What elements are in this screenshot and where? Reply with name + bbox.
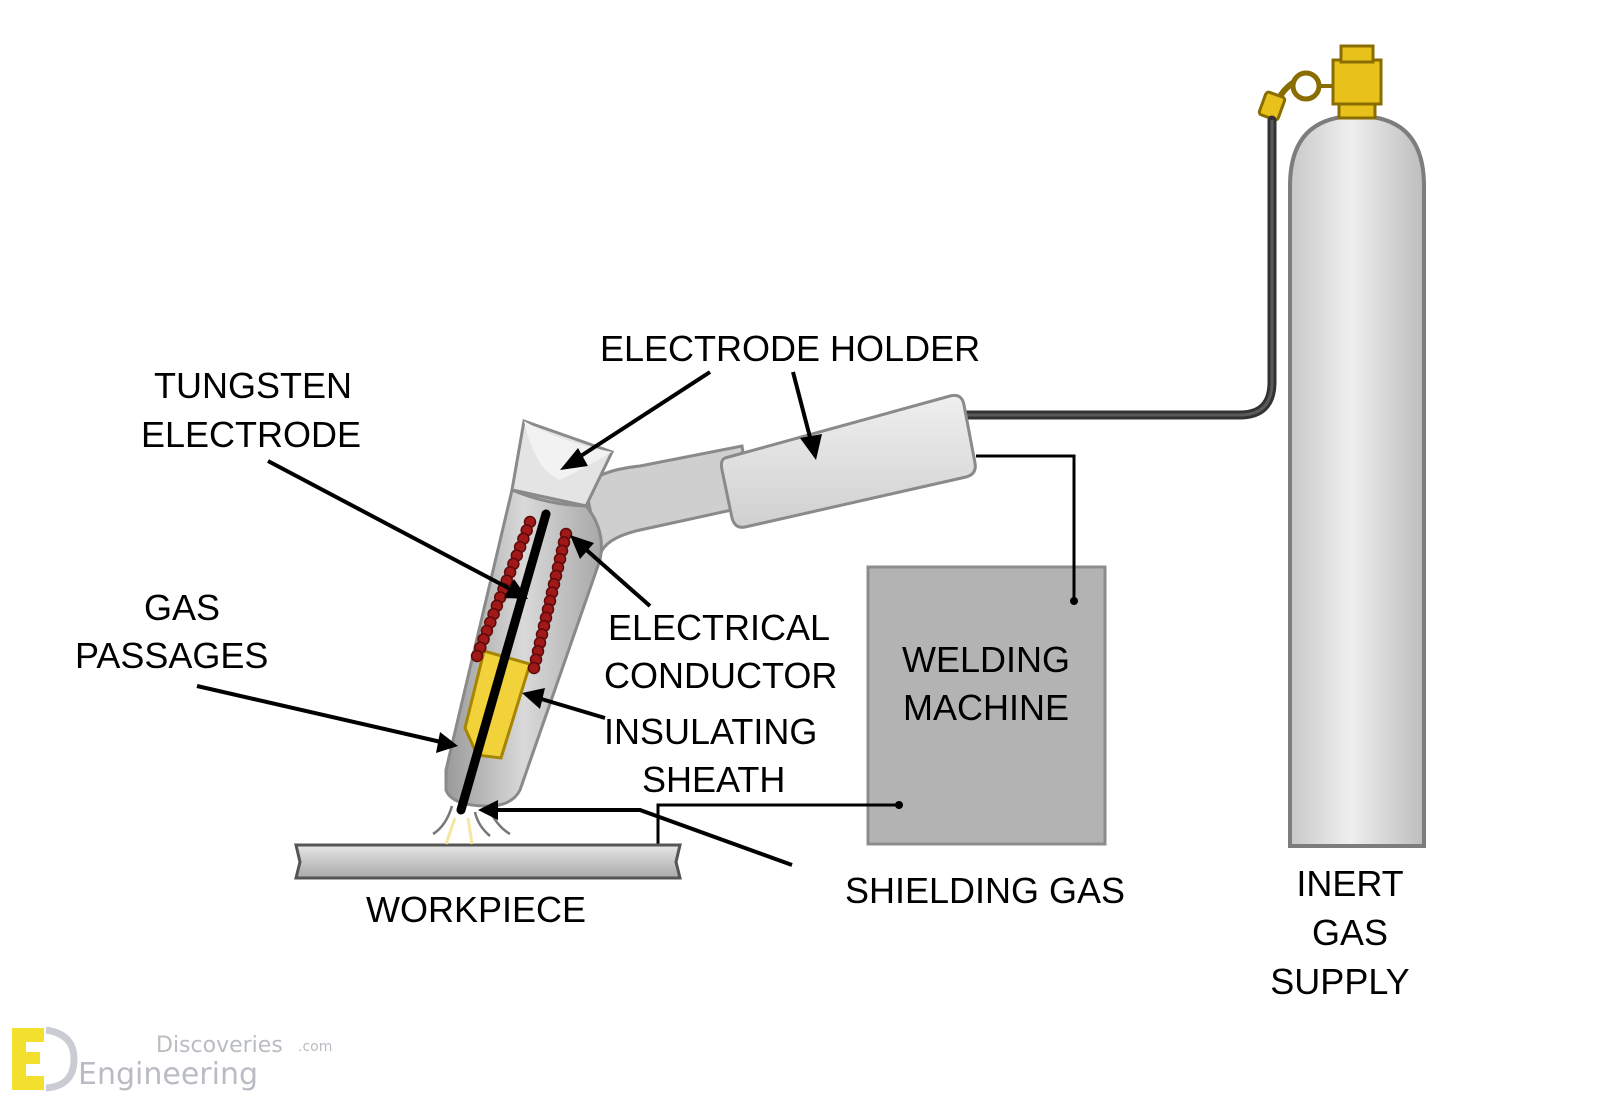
- arrow-shielding-gas: [493, 808, 793, 867]
- label-inert-line1: INERT: [1296, 863, 1403, 904]
- label-electrode-holder: ELECTRODE HOLDER: [600, 328, 980, 369]
- electrode-holder-handle: [719, 393, 977, 529]
- label-tungsten-line2: ELECTRODE: [141, 414, 361, 455]
- label-sheath-line1: INSULATING: [604, 711, 817, 752]
- conductor-coil-bead: [527, 661, 541, 675]
- arrow-sheath: [537, 696, 606, 720]
- label-conductor-line1: ELECTRICAL: [608, 607, 830, 648]
- label-shielding-gas: SHIELDING GAS: [845, 870, 1125, 911]
- welding-machine-box: [866, 565, 1107, 846]
- power-cable: [976, 454, 1076, 601]
- watermark-engineering: Engineering: [78, 1057, 258, 1092]
- gas-hose: [961, 115, 1277, 420]
- ground-terminal: [895, 801, 903, 809]
- electrical-conductor-coils: [470, 515, 573, 675]
- label-welding-machine-line2: MACHINE: [903, 687, 1069, 728]
- label-gas-passages-line2: PASSAGES: [75, 635, 268, 676]
- watermark: Discoveries .com Engineering: [12, 1026, 332, 1092]
- arrow-electrode-holder-2: [791, 371, 814, 446]
- ground-cable: [656, 803, 899, 845]
- ed-logo-icon: [12, 1026, 78, 1092]
- power-terminal: [1070, 597, 1078, 605]
- label-tungsten-line1: TUNGSTEN: [154, 365, 352, 406]
- arrow-conductor: [580, 544, 652, 608]
- label-conductor-line2: CONDUCTOR: [604, 655, 837, 696]
- arrow-electrode-holder-1: [568, 370, 712, 465]
- label-inert-line2: GAS: [1312, 912, 1388, 953]
- cylinder-valve: [1257, 44, 1383, 122]
- leader-arrows: [196, 370, 822, 867]
- gas-cylinder: [1257, 44, 1426, 848]
- arrow-gas-passages: [196, 684, 442, 744]
- label-welding-machine-line1: WELDING: [902, 639, 1070, 680]
- label-workpiece: WORKPIECE: [366, 889, 586, 930]
- label-gas-passages-line1: GAS: [144, 587, 220, 628]
- watermark-dotcom: .com: [298, 1039, 332, 1055]
- conductor-coil-bead: [470, 649, 484, 663]
- watermark-discoveries: Discoveries: [156, 1033, 283, 1058]
- label-sheath-line2: SHEATH: [642, 759, 785, 800]
- tig-torch: [444, 393, 977, 815]
- arrow-tungsten: [267, 459, 513, 592]
- label-inert-line3: SUPPLY: [1270, 961, 1409, 1002]
- workpiece-plate: [294, 843, 682, 880]
- tungsten-electrode-rod: [456, 509, 551, 815]
- cylinder-body: [1288, 113, 1426, 848]
